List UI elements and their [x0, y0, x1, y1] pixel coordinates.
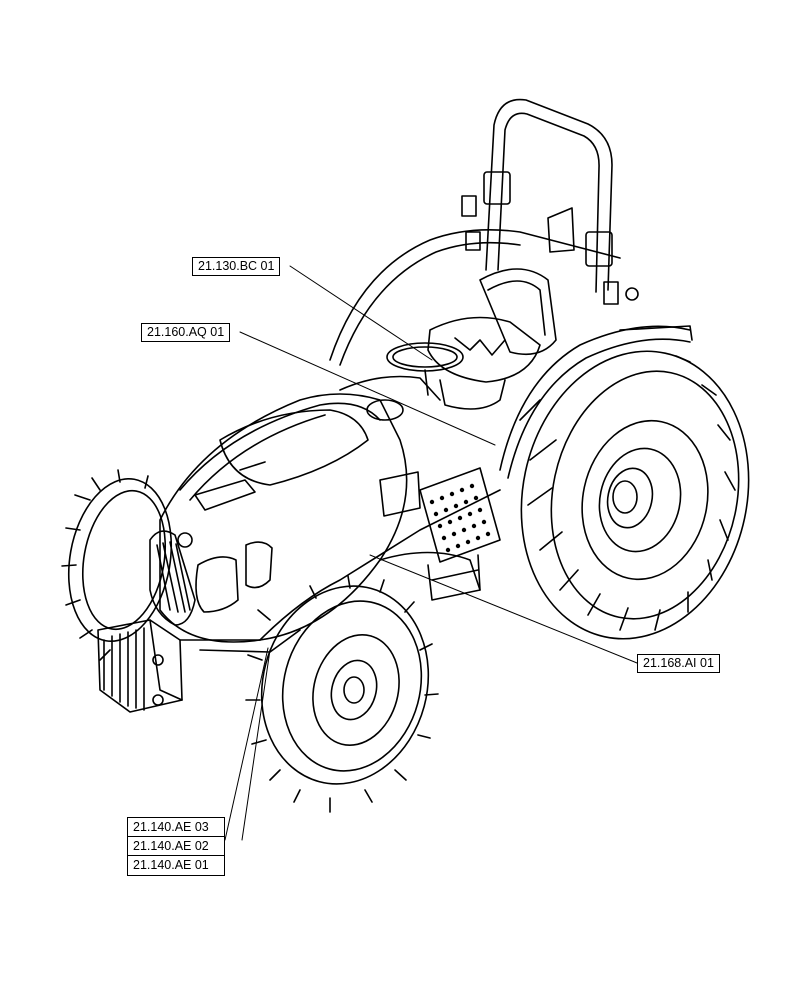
callout-step-decal: 21.168.AI 01 — [637, 654, 720, 673]
callout-seat-decal: 21.130.BC 01 — [192, 257, 281, 276]
step — [419, 467, 501, 601]
grille — [149, 530, 273, 626]
hood — [159, 375, 441, 643]
seat — [427, 268, 557, 410]
callout-side-decal-2: 21.140.AE 02 — [128, 837, 224, 856]
callout-side-decal-3: 21.140.AE 03 — [128, 818, 224, 837]
chassis — [179, 489, 501, 653]
roll-bar — [461, 98, 639, 305]
rear-wheel — [519, 350, 750, 640]
leader-lines — [224, 265, 638, 841]
front-weights — [97, 619, 183, 713]
rear-fender — [329, 228, 693, 479]
front-wheel-left — [61, 469, 173, 661]
steering-wheel — [386, 342, 464, 396]
callout-side-decal-1: 21.140.AE 01 — [133, 858, 209, 872]
callout-side-decals: 21.140.AE 03 21.140.AE 02 21.140.AE 01 — [127, 817, 225, 876]
side-box — [379, 471, 421, 517]
callout-hood-decal: 21.160.AQ 01 — [141, 323, 231, 342]
front-wheel-right — [245, 575, 439, 813]
